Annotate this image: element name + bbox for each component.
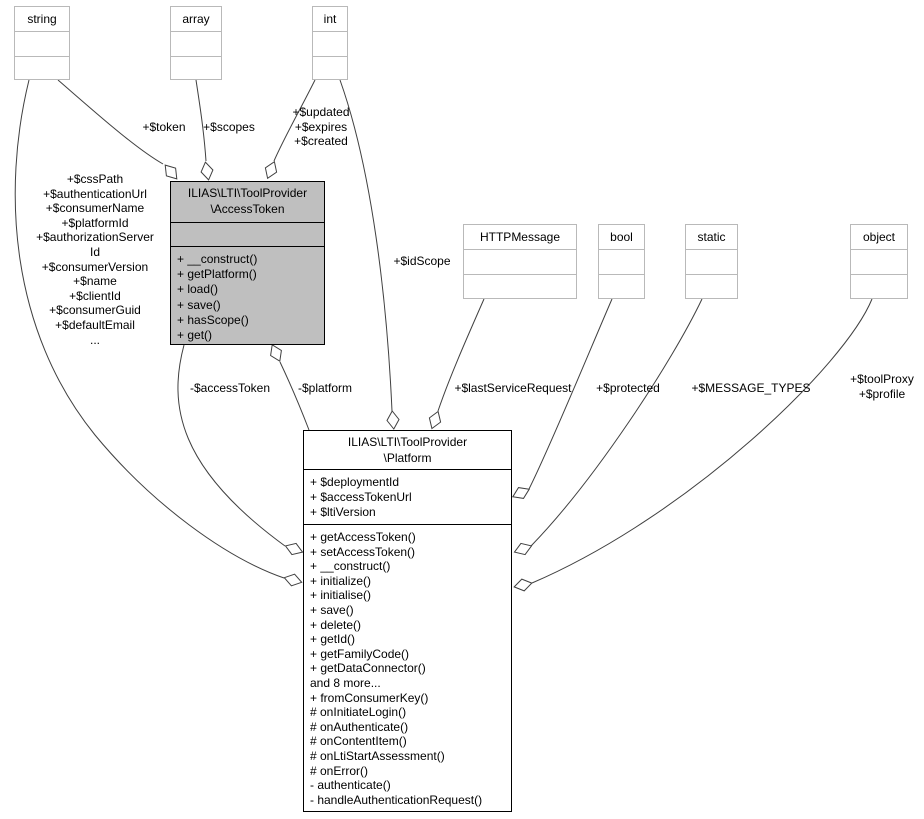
empty-methods-compartment [599, 275, 644, 297]
class-name: object [851, 225, 907, 250]
edge-label-toolproxy-profile: +$toolProxy +$profile [850, 372, 914, 401]
class-node-httpmessage[interactable]: HTTPMessage [463, 224, 577, 299]
class-name: string [15, 7, 69, 32]
empty-methods-compartment [313, 57, 347, 79]
edge-label-accesstoken-member: -$accessToken [189, 381, 271, 395]
empty-attributes-compartment [171, 32, 221, 57]
class-node-int[interactable]: int [312, 6, 348, 80]
class-node-accesstoken[interactable]: ILIAS\LTI\ToolProvider \AccessToken + __… [170, 181, 325, 345]
class-node-array[interactable]: array [170, 6, 222, 80]
edge-label-protected: +$protected [596, 381, 660, 395]
empty-methods-compartment [15, 57, 69, 79]
edge-label-string-to-platform-members: +$cssPath +$authenticationUrl +$consumer… [36, 172, 154, 347]
empty-methods-compartment [851, 275, 907, 297]
empty-methods-compartment [464, 275, 576, 297]
class-name: HTTPMessage [464, 225, 576, 250]
edge-label-idscope: +$idScope [393, 254, 451, 268]
empty-attributes-compartment [464, 250, 576, 275]
attributes-compartment: + $deploymentId + $accessTokenUrl + $lti… [304, 469, 511, 524]
class-name: int [313, 7, 347, 32]
edge-label-lastservicerequest: +$lastServiceRequest [454, 381, 572, 395]
methods-compartment: + __construct() + getPlatform() + load()… [171, 246, 324, 344]
empty-methods-compartment [686, 275, 737, 297]
empty-attributes-compartment [599, 250, 644, 275]
class-node-string[interactable]: string [14, 6, 70, 80]
empty-attributes-compartment [171, 222, 324, 246]
empty-attributes-compartment [851, 250, 907, 275]
empty-methods-compartment [171, 57, 221, 79]
empty-attributes-compartment [686, 250, 737, 275]
class-name: bool [599, 225, 644, 250]
edge-label-scopes: +$scopes [203, 120, 255, 134]
class-node-platform[interactable]: ILIAS\LTI\ToolProvider \Platform + $depl… [303, 430, 512, 812]
edge-label-updated-expires-created: +$updated +$expires +$created [292, 105, 350, 149]
edge-label-token: +$token [142, 120, 186, 134]
class-name: ILIAS\LTI\ToolProvider \AccessToken [187, 186, 308, 216]
edge-label-message-types: +$MESSAGE_TYPES [691, 381, 811, 395]
edge-label-platform-member: -$platform [297, 381, 353, 395]
empty-attributes-compartment [313, 32, 347, 57]
class-node-object[interactable]: object [850, 224, 908, 299]
class-node-static[interactable]: static [685, 224, 738, 299]
methods-compartment: + getAccessToken() + setAccessToken() + … [304, 524, 511, 811]
class-node-bool[interactable]: bool [598, 224, 645, 299]
class-name: static [686, 225, 737, 250]
class-name: ILIAS\LTI\ToolProvider \Platform [347, 435, 468, 465]
class-name: array [171, 7, 221, 32]
empty-attributes-compartment [15, 32, 69, 57]
